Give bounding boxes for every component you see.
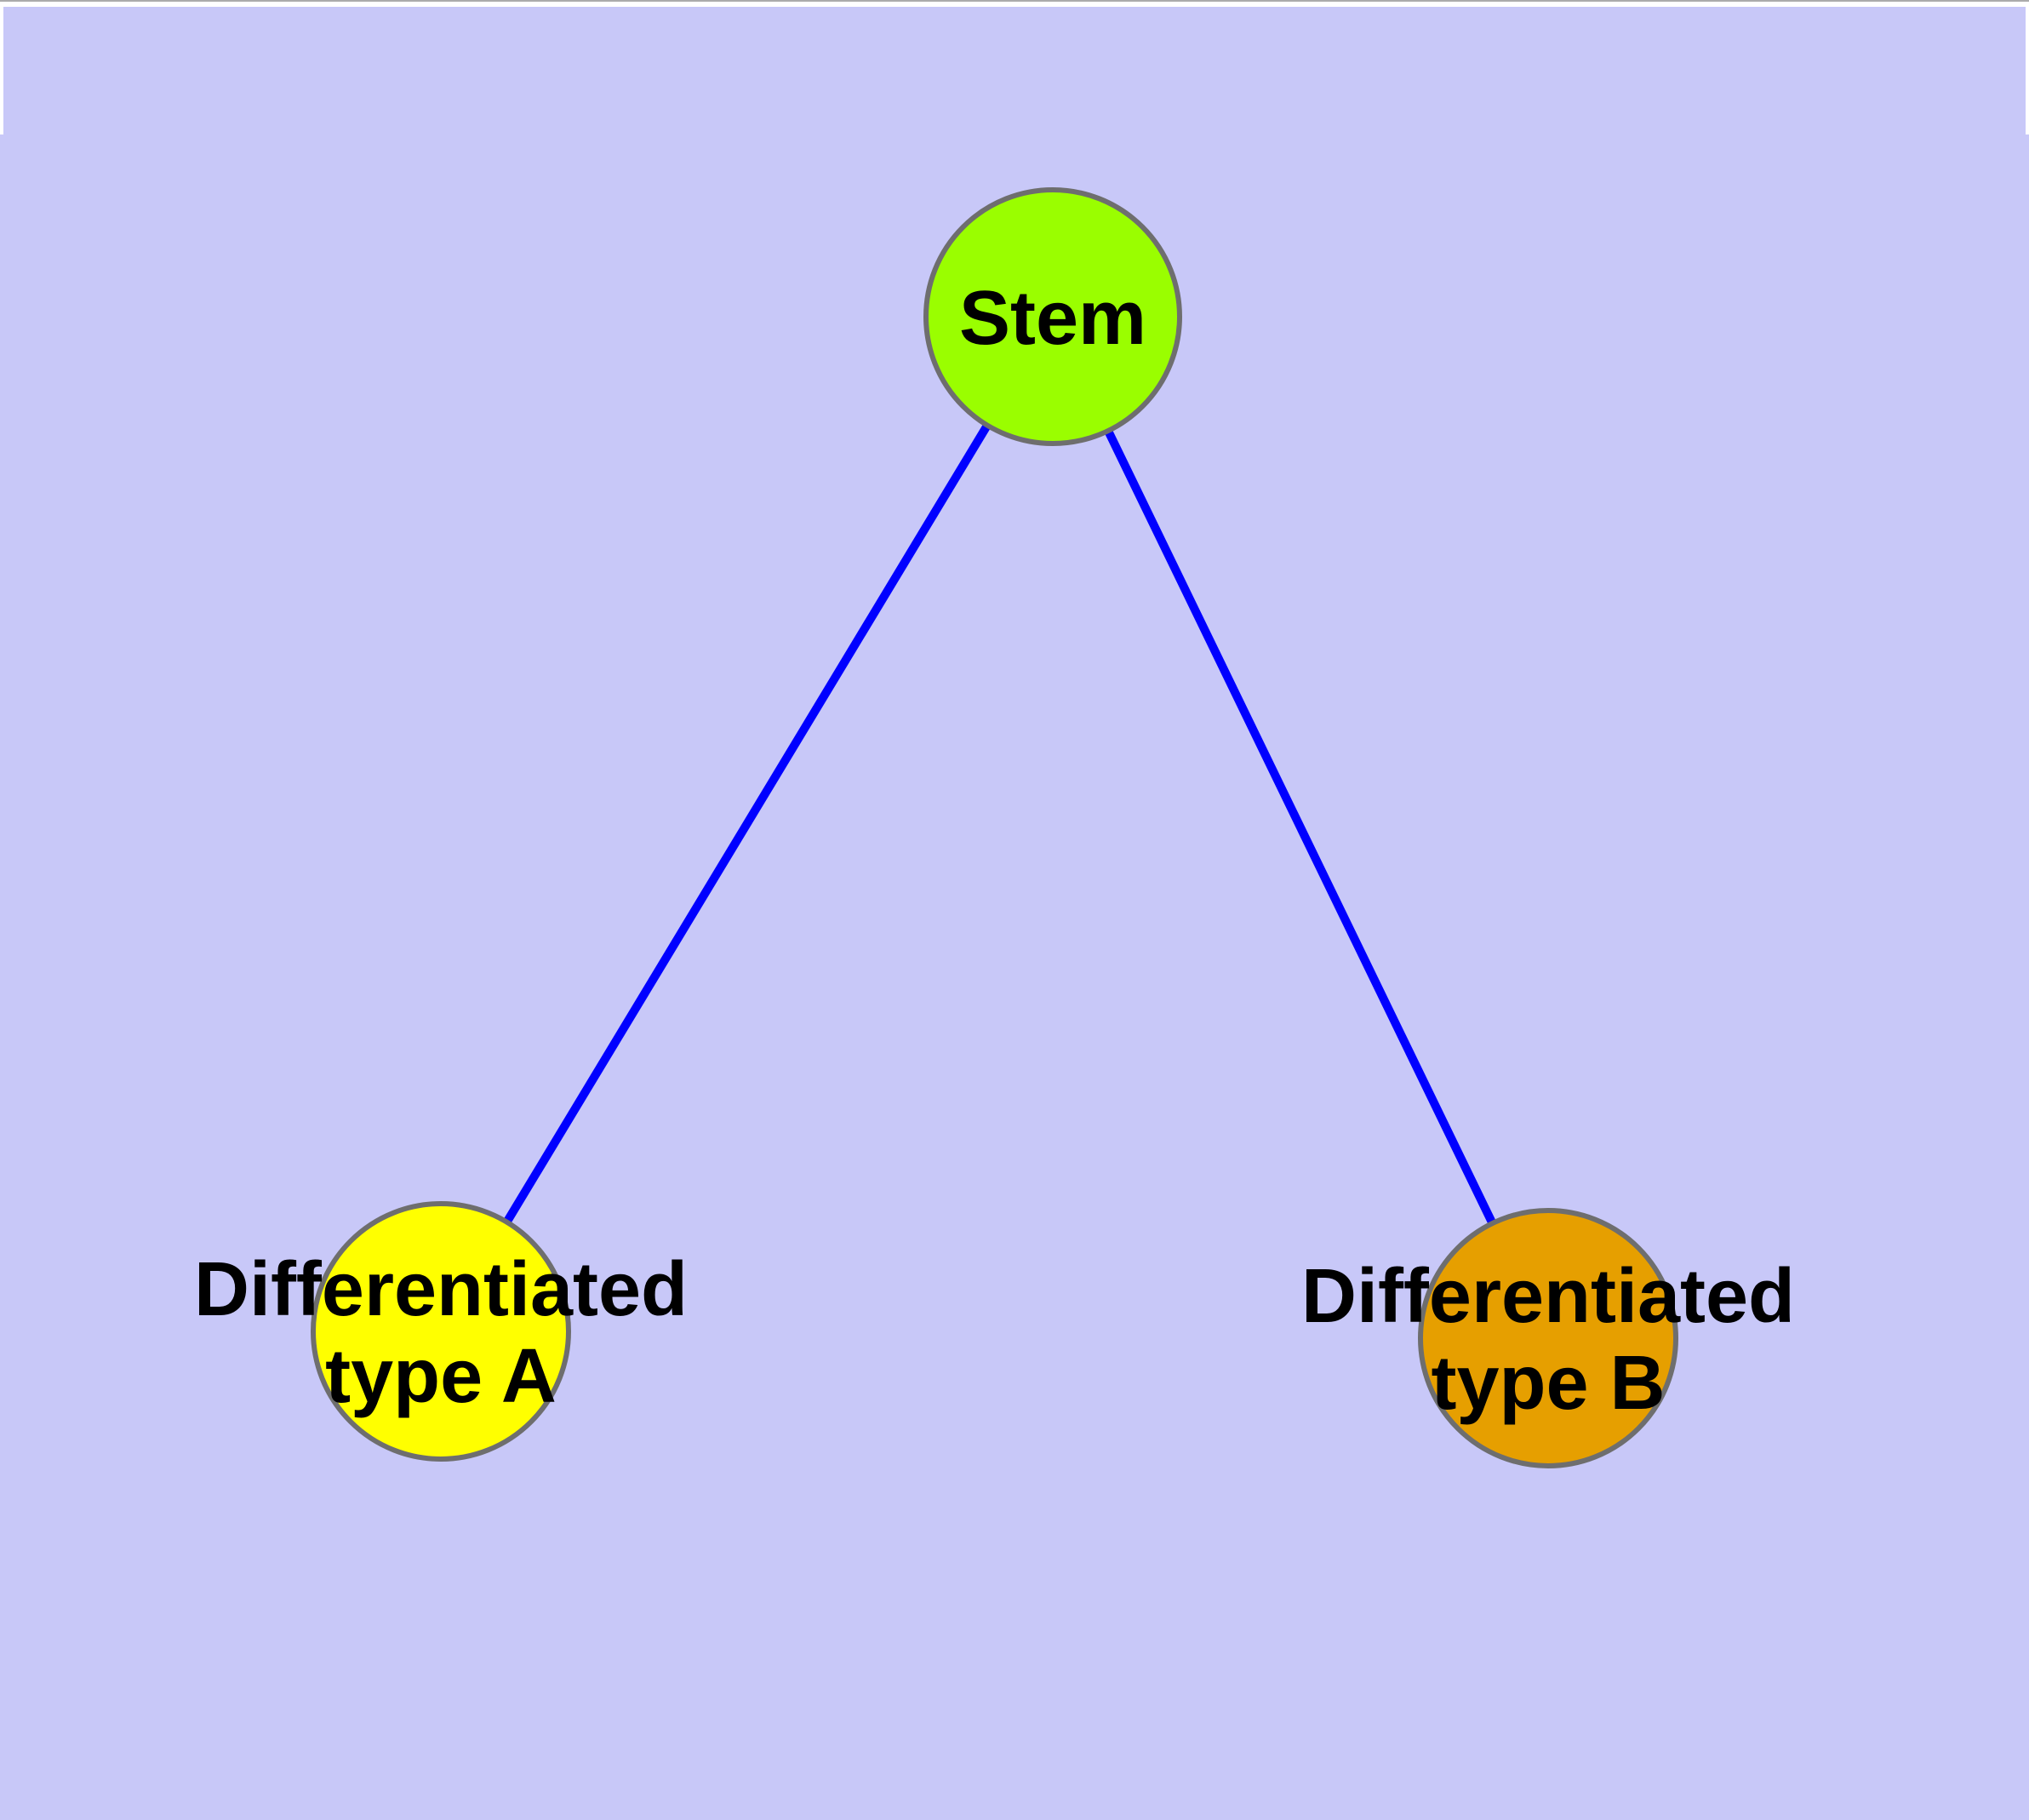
left-margin-strip	[0, 7, 3, 134]
node-circle-stem	[923, 187, 1182, 446]
right-margin-strip	[2026, 7, 2029, 134]
edges-layer	[437, 314, 1552, 1341]
top-margin-strip	[0, 0, 2029, 7]
edge-stem-to-differentiated-type-a	[437, 314, 1057, 1334]
node-label-stem: Stem	[959, 276, 1146, 361]
node-stem: Stem	[923, 187, 1182, 446]
node-circle-differentiated-type-b	[1418, 1208, 1678, 1468]
edge-stem-to-differentiated-type-b	[1049, 314, 1552, 1341]
node-circle-differentiated-type-a	[311, 1201, 571, 1462]
